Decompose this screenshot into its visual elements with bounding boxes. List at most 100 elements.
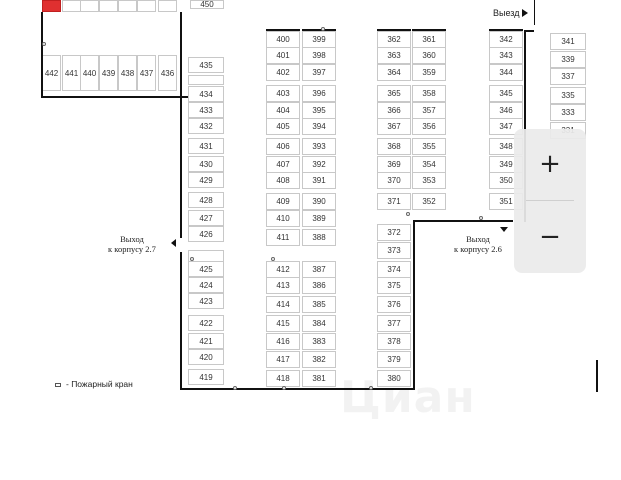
parking-space[interactable]: 423: [188, 293, 224, 309]
parking-space[interactable]: 345: [489, 85, 523, 102]
parking-space[interactable]: 402: [266, 64, 300, 81]
parking-space[interactable]: 373: [377, 242, 411, 259]
parking-space[interactable]: 333: [550, 104, 586, 121]
parking-space[interactable]: 442: [42, 55, 61, 91]
parking-space[interactable]: 401: [266, 47, 300, 64]
zoom-in-button[interactable]: +: [539, 149, 561, 179]
parking-space[interactable]: 422: [188, 315, 224, 331]
parking-space[interactable]: 337: [550, 68, 586, 85]
parking-space[interactable]: 395: [302, 102, 336, 119]
parking-space[interactable]: 432: [188, 118, 224, 134]
parking-space[interactable]: 371: [377, 193, 411, 210]
parking-space[interactable]: 358: [412, 85, 446, 102]
parking-space[interactable]: [80, 0, 99, 12]
parking-space[interactable]: 416: [266, 333, 300, 350]
parking-space[interactable]: 412: [266, 261, 300, 278]
parking-space[interactable]: 366: [377, 102, 411, 119]
parking-space[interactable]: 433: [188, 102, 224, 118]
parking-space[interactable]: 435: [188, 57, 224, 73]
parking-space[interactable]: 404: [266, 102, 300, 119]
parking-space[interactable]: 396: [302, 85, 336, 102]
parking-space[interactable]: [42, 0, 61, 12]
parking-space[interactable]: 354: [412, 156, 446, 173]
parking-space[interactable]: 343: [489, 47, 523, 64]
parking-space[interactable]: 376: [377, 296, 411, 313]
parking-space[interactable]: 397: [302, 64, 336, 81]
parking-space[interactable]: 400: [266, 31, 300, 48]
parking-space[interactable]: 382: [302, 351, 336, 368]
parking-space[interactable]: 367: [377, 118, 411, 135]
parking-space[interactable]: 390: [302, 193, 336, 210]
parking-space[interactable]: [137, 0, 156, 12]
parking-space[interactable]: 398: [302, 47, 336, 64]
zoom-out-button[interactable]: −: [539, 222, 561, 252]
parking-space[interactable]: 361: [412, 31, 446, 48]
parking-space[interactable]: 436: [158, 55, 177, 91]
parking-space[interactable]: 415: [266, 315, 300, 332]
parking-space[interactable]: 388: [302, 229, 336, 246]
parking-space[interactable]: 383: [302, 333, 336, 350]
parking-space[interactable]: [188, 75, 224, 85]
parking-space[interactable]: 385: [302, 296, 336, 313]
parking-space[interactable]: 405: [266, 118, 300, 135]
parking-space[interactable]: 342: [489, 31, 523, 48]
parking-space[interactable]: 339: [550, 51, 586, 68]
parking-space[interactable]: 403: [266, 85, 300, 102]
parking-space[interactable]: [62, 0, 81, 12]
parking-space[interactable]: 431: [188, 138, 224, 154]
parking-space[interactable]: 419: [188, 369, 224, 385]
parking-space[interactable]: 353: [412, 172, 446, 189]
parking-space[interactable]: 407: [266, 156, 300, 173]
parking-space[interactable]: 365: [377, 85, 411, 102]
parking-space[interactable]: 380: [377, 370, 411, 387]
parking-space[interactable]: 360: [412, 47, 446, 64]
parking-space[interactable]: 411: [266, 229, 300, 246]
parking-space[interactable]: 408: [266, 172, 300, 189]
parking-space[interactable]: 392: [302, 156, 336, 173]
parking-space[interactable]: 359: [412, 64, 446, 81]
parking-space[interactable]: 420: [188, 349, 224, 365]
parking-space[interactable]: 438: [118, 55, 137, 91]
parking-space[interactable]: 381: [302, 370, 336, 387]
parking-space[interactable]: 384: [302, 315, 336, 332]
parking-space[interactable]: 429: [188, 172, 224, 188]
parking-space[interactable]: 394: [302, 118, 336, 135]
parking-space[interactable]: [158, 0, 177, 12]
parking-space[interactable]: 386: [302, 277, 336, 294]
parking-space[interactable]: 391: [302, 172, 336, 189]
parking-space[interactable]: 368: [377, 138, 411, 155]
parking-space[interactable]: 357: [412, 102, 446, 119]
parking-space[interactable]: 437: [137, 55, 156, 91]
parking-space[interactable]: 372: [377, 224, 411, 241]
parking-space[interactable]: 413: [266, 277, 300, 294]
parking-space[interactable]: 346: [489, 102, 523, 119]
parking-space[interactable]: 434: [188, 86, 224, 102]
parking-space[interactable]: 344: [489, 64, 523, 81]
parking-space[interactable]: 399: [302, 31, 336, 48]
parking-space[interactable]: 335: [550, 87, 586, 104]
parking-space[interactable]: 355: [412, 138, 446, 155]
parking-space[interactable]: 430: [188, 156, 224, 172]
parking-space[interactable]: 410: [266, 210, 300, 227]
parking-space[interactable]: 363: [377, 47, 411, 64]
parking-space[interactable]: [118, 0, 137, 12]
parking-space[interactable]: 409: [266, 193, 300, 210]
parking-space[interactable]: 424: [188, 277, 224, 293]
parking-space[interactable]: 347: [489, 118, 523, 135]
parking-space[interactable]: 450: [190, 0, 224, 9]
parking-space[interactable]: 406: [266, 138, 300, 155]
parking-space[interactable]: 425: [188, 261, 224, 277]
parking-space[interactable]: 341: [550, 33, 586, 50]
parking-space[interactable]: 370: [377, 172, 411, 189]
parking-space[interactable]: 440: [80, 55, 99, 91]
parking-space[interactable]: 374: [377, 261, 411, 278]
parking-space[interactable]: 428: [188, 192, 224, 208]
parking-space[interactable]: 417: [266, 351, 300, 368]
parking-space[interactable]: 427: [188, 210, 224, 226]
parking-space[interactable]: 378: [377, 333, 411, 350]
parking-space[interactable]: 375: [377, 277, 411, 294]
parking-space[interactable]: 377: [377, 315, 411, 332]
parking-space[interactable]: 421: [188, 333, 224, 349]
parking-space[interactable]: 426: [188, 226, 224, 242]
parking-space[interactable]: 418: [266, 370, 300, 387]
